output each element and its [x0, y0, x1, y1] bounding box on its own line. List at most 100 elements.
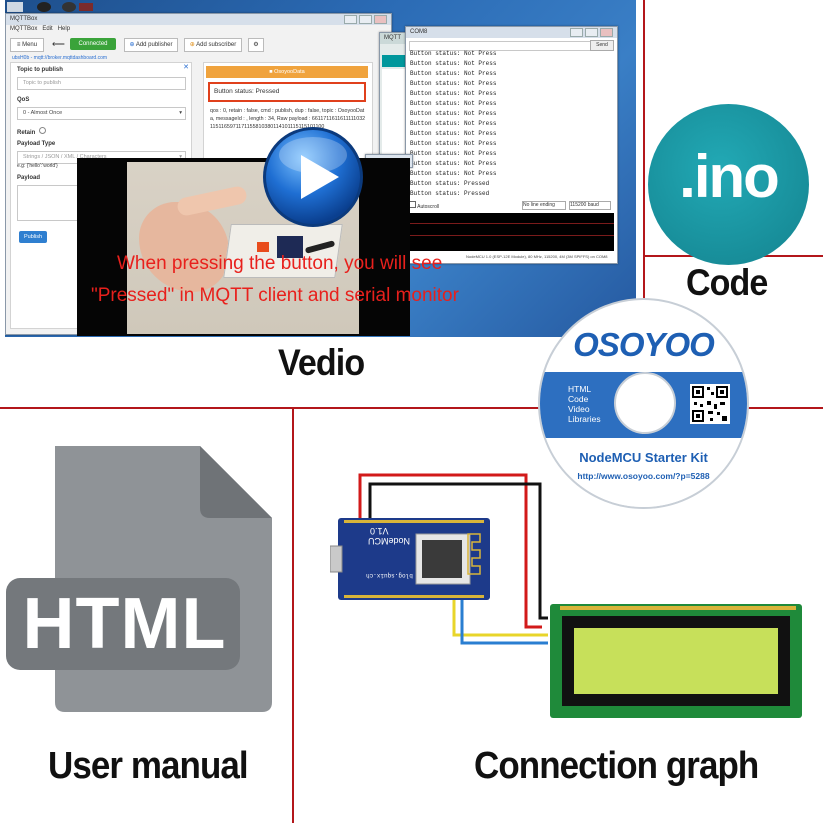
- console-area: [409, 213, 614, 251]
- ino-file-icon: .ino: [648, 104, 809, 265]
- plus-icon: ⊕: [129, 42, 135, 48]
- baud-select[interactable]: 115200 baud: [569, 201, 611, 210]
- serial-line: Button status: Not Press: [410, 120, 497, 127]
- serial-line: Button status: Pressed: [410, 180, 490, 187]
- ino-label: .ino: [679, 143, 780, 210]
- video-caption-line-1: When pressing the button, you will see: [117, 253, 443, 274]
- arduino-title: MQTT: [380, 33, 420, 44]
- caption-user-manual: User manual: [48, 745, 249, 787]
- menu-edit[interactable]: Edit: [42, 26, 53, 32]
- html-file-icon: HTML: [0, 440, 280, 720]
- chevron-down-icon: ▾: [179, 110, 182, 116]
- topic-input[interactable]: Topic to publish: [17, 77, 186, 90]
- retain-checkbox[interactable]: [39, 127, 47, 134]
- serial-line: Button status: Not Press: [410, 80, 497, 87]
- subscriber-message: Button status: Pressed: [208, 82, 366, 102]
- serial-options-bar: Autoscroll No line ending 115200 baud: [409, 201, 614, 211]
- hand-image: [139, 202, 229, 292]
- close-button[interactable]: [600, 28, 613, 37]
- menu-help[interactable]: Help: [57, 26, 71, 32]
- close-button[interactable]: [374, 15, 387, 24]
- cd-contents-list: HTML Code Video Libraries: [568, 384, 616, 424]
- serial-line: Button status: Not Press: [410, 70, 497, 77]
- payload-label: Payload: [17, 175, 41, 181]
- mqttbox-toolbar: ≡ Menu ⟵ Connected ⊕ Add publisher ⊕ Add…: [10, 38, 310, 52]
- subscriber-topic-header: ■ OsoyooData: [206, 66, 368, 78]
- qos-label: QoS: [17, 97, 30, 103]
- serial-line: Button status: Not Press: [410, 100, 497, 107]
- back-arrow-icon[interactable]: ⟵: [52, 39, 65, 49]
- cd-brand: OSOYOO: [573, 326, 715, 363]
- taskbar-icons: [7, 2, 97, 13]
- payload-type-label: Payload Type: [17, 141, 56, 147]
- serial-line: Button status: Not Press: [410, 140, 497, 147]
- serial-line: Button status: Not Press: [410, 130, 497, 137]
- caption-connection-graph: Connection graph: [474, 745, 759, 787]
- serial-line: Button status: Not Press: [410, 50, 497, 57]
- divider-horizontal-middle: [0, 407, 823, 409]
- autoscroll-label: Autoscroll: [417, 204, 440, 210]
- autoscroll-checkbox[interactable]: [409, 201, 416, 208]
- board-name: NodeMCU: [368, 536, 411, 546]
- payload-example: e.g: {'hello':'world'}: [17, 163, 58, 169]
- serial-line: Button status: Not Press: [410, 110, 497, 117]
- line-ending-select[interactable]: No line ending: [522, 201, 566, 210]
- connected-button[interactable]: Connected: [70, 38, 116, 50]
- cd-product: NodeMCU Starter Kit: [579, 450, 708, 465]
- caption-code: Code: [686, 262, 768, 303]
- play-button[interactable]: [261, 125, 365, 229]
- menu-mqttbox[interactable]: MQTTBox: [10, 26, 38, 32]
- serial-line: Button status: Not Press: [410, 160, 497, 167]
- caption-video: Vedio: [278, 342, 365, 383]
- serial-line: Button status: Not Press: [410, 90, 497, 97]
- status-line: NodeMCU 1.0 (ESP-12E Module), 80 MHz, 11…: [466, 254, 608, 259]
- add-subscriber-button[interactable]: ⊕ Add subscriber: [184, 38, 242, 52]
- close-panel-icon[interactable]: ✕: [183, 64, 189, 71]
- topic-label: Topic to publish: [17, 67, 63, 73]
- qos-select[interactable]: 0 - Almost Once ▾: [17, 107, 186, 120]
- cd-band-inner: [540, 438, 747, 507]
- mqttbox-titlebar: MQTTBox: [6, 14, 391, 25]
- add-publisher-button[interactable]: ⊕ Add publisher: [124, 38, 178, 52]
- broker-url: ubsH0b - mqtt://broker.mqttdashboard.com: [12, 55, 108, 61]
- maximize-button[interactable]: [585, 28, 598, 37]
- send-button[interactable]: Send: [590, 40, 614, 51]
- stop-icon: ■: [269, 69, 273, 75]
- minimize-button[interactable]: [344, 15, 357, 24]
- settings-gear-icon[interactable]: ⚙: [248, 38, 264, 52]
- cd-list-item: Libraries: [568, 414, 601, 424]
- video-frame: When pressing the button, you will see "…: [77, 158, 459, 336]
- divider-vertical-bottom: [292, 407, 294, 823]
- serial-title: COM8: [410, 29, 428, 35]
- html-label: HTML: [22, 584, 227, 664]
- cd-list-item: HTML: [568, 384, 592, 394]
- cd-list-item: Video: [568, 404, 590, 414]
- mqttbox-title: MQTTBox: [10, 16, 38, 22]
- divider-vertical-top: [643, 0, 645, 408]
- serial-output: Button status: Not Press Button status: …: [410, 49, 610, 199]
- plus-icon: ⊕: [189, 42, 195, 48]
- connection-diagram: NodeMCU V1.0 blog.squix.ch: [329, 470, 810, 720]
- retain-label: Retain: [17, 127, 47, 136]
- maximize-button[interactable]: [359, 15, 372, 24]
- serial-line: Button status: Pressed: [410, 190, 490, 197]
- cd-list-item: Code: [568, 394, 589, 404]
- play-icon: [263, 127, 363, 227]
- serial-titlebar: COM8: [406, 27, 617, 38]
- board-site: blog.squix.ch: [366, 572, 413, 579]
- serial-line: Button status: Not Press: [410, 170, 497, 177]
- video-scene: [127, 162, 359, 334]
- video-caption-line-2: "Pressed" in MQTT client and serial moni…: [91, 285, 459, 306]
- publish-button[interactable]: Publish: [19, 231, 47, 243]
- osoyoo-cd: OSOYOO HTML Code Video Libraries NodeMCU…: [538, 298, 749, 509]
- serial-line: Button status: Not Press: [410, 150, 497, 157]
- menu-button[interactable]: ≡ Menu: [10, 38, 44, 52]
- cd-hole: [614, 372, 676, 434]
- serial-line: Button status: Not Press: [410, 60, 497, 67]
- hamburger-icon: ≡: [16, 42, 21, 48]
- qr-code-icon: [690, 384, 730, 424]
- serial-monitor-window: COM8 Send Button status: Not Press Butto…: [405, 26, 618, 264]
- minimize-button[interactable]: [570, 28, 583, 37]
- subscriber-details: qos : 0, retain : false, cmd : publish, …: [210, 108, 366, 130]
- chevron-down-icon: ▾: [179, 154, 182, 160]
